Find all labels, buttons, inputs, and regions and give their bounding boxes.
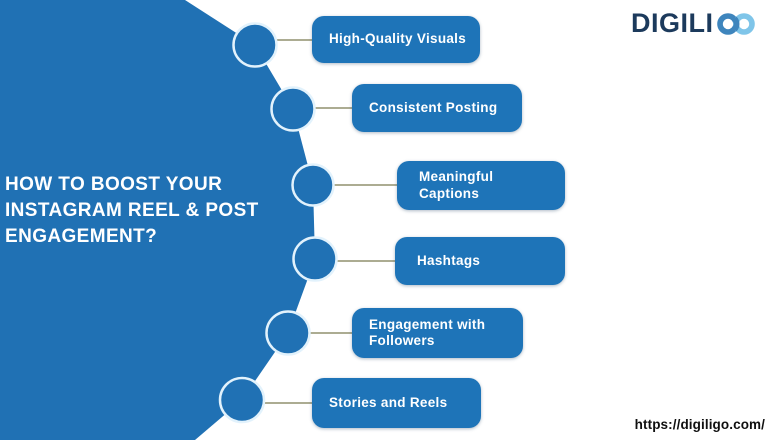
item-label: Engagement with Followers <box>369 316 486 348</box>
website-url: https://digiligo.com/ <box>634 417 765 432</box>
item-label: Meaningful Captions <box>419 169 494 201</box>
item-box-hashtags: Hashtags <box>395 237 565 285</box>
page-title-line-2: INSTAGRAM REEL & POST <box>5 200 259 221</box>
item-label: Consistent Posting <box>369 99 498 115</box>
logo-text: DIGILI <box>631 7 714 38</box>
logo: DIGILI <box>631 8 761 37</box>
node-circle-5 <box>265 310 311 356</box>
item-box-stories-and-reels: Stories and Reels <box>312 378 481 428</box>
item-label: Stories and Reels <box>329 394 448 410</box>
item-box-high-quality-visuals: High-Quality Visuals <box>312 16 480 63</box>
main-blob-shape <box>0 0 315 440</box>
page-title-line-1: HOW TO BOOST YOUR <box>5 174 223 195</box>
page-title-line-3: ENGAGEMENT? <box>5 226 158 247</box>
item-label: Hashtags <box>417 252 481 268</box>
item-box-consistent-posting: Consistent Posting <box>352 84 522 132</box>
logo-infinity-icon <box>716 13 755 35</box>
node-circle-4 <box>292 236 338 282</box>
node-circle-3 <box>291 163 335 207</box>
page-title: HOW TO BOOST YOUR INSTAGRAM REEL & POST … <box>5 172 305 250</box>
node-circle-6 <box>218 376 266 424</box>
node-circle-1 <box>232 22 278 68</box>
item-box-engagement-with-followers: Engagement with Followers <box>352 308 523 358</box>
item-label: High-Quality Visuals <box>329 31 467 47</box>
item-box-meaningful-captions: Meaningful Captions <box>397 161 565 210</box>
node-circle-2 <box>270 86 316 132</box>
